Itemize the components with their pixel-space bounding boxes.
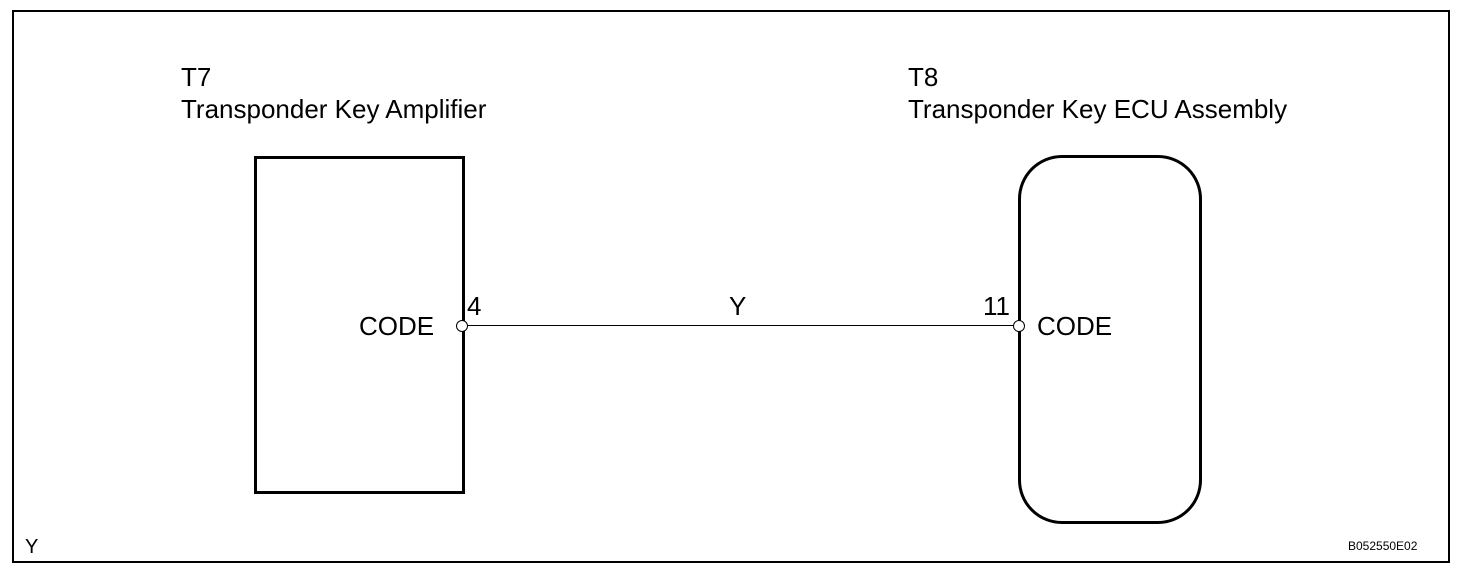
t8-pin-number: 11 [983,291,1010,321]
t7-component-box [254,156,465,494]
t7-name: Transponder Key Amplifier [181,94,487,124]
t8-code: T8 [908,62,939,92]
t7-pin-number: 4 [467,291,482,321]
color-key-legend: Y [25,536,39,558]
t7-code: T7 [181,62,212,92]
t8-terminal-icon [1013,320,1025,332]
wire-color-code: Y [729,291,747,321]
t8-component-box [1018,155,1202,524]
t7-pin-label: CODE [359,311,435,341]
t7-terminal-icon [456,320,468,332]
wire-line [468,325,1013,326]
t8-name: Transponder Key ECU Assembly [908,94,1288,124]
diagram-frame [12,10,1450,563]
t8-pin-label: CODE [1037,311,1113,341]
figure-id: B052550E02 [1348,539,1418,553]
